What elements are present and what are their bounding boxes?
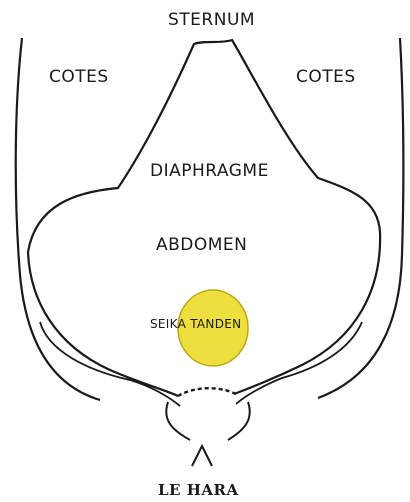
- label-le-hara: LE HARA: [158, 481, 239, 499]
- groin-curve-right: [228, 402, 250, 440]
- groin-curve-left: [166, 402, 190, 440]
- label-sternum: STERNUM: [168, 10, 255, 30]
- caret-mark: [192, 446, 212, 466]
- right-body-outline: [318, 38, 403, 398]
- label-abdomen: ABDOMEN: [156, 235, 247, 255]
- label-diaphragme: DIAPHRAGME: [150, 161, 269, 181]
- label-seika-tanden: SEIKA TANDEN: [150, 317, 241, 331]
- pubic-dotted-line: [178, 388, 236, 396]
- label-cotes-left: COTES: [49, 67, 109, 87]
- label-cotes-right: COTES: [296, 67, 356, 87]
- left-body-outline: [16, 38, 100, 400]
